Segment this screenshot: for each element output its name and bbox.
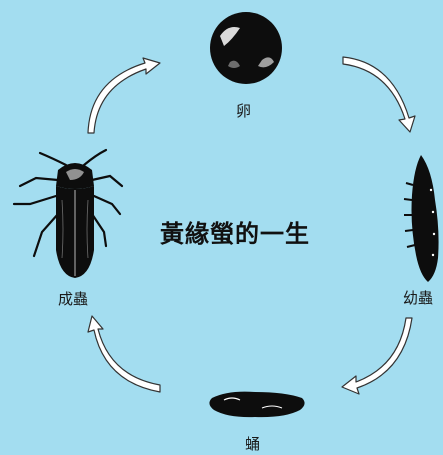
arrow-egg-to-larva: [343, 57, 415, 132]
stage-label-egg: 卵: [236, 100, 251, 121]
arrow-larva-to-pupa: [342, 318, 412, 394]
pupa-illustration: [209, 392, 304, 418]
arrow-adult-to-egg: [88, 58, 160, 133]
stage-label-adult: 成蟲: [58, 288, 88, 309]
larva-illustration: [404, 155, 439, 282]
diagram-title: 黃緣螢的一生: [160, 214, 320, 249]
arrow-pupa-to-adult: [88, 316, 160, 392]
egg-illustration: [210, 12, 282, 84]
adult-firefly-illustration: [14, 150, 122, 278]
stage-label-pupa: 蛹: [245, 433, 260, 454]
stage-label-larva: 幼蟲: [403, 287, 433, 308]
